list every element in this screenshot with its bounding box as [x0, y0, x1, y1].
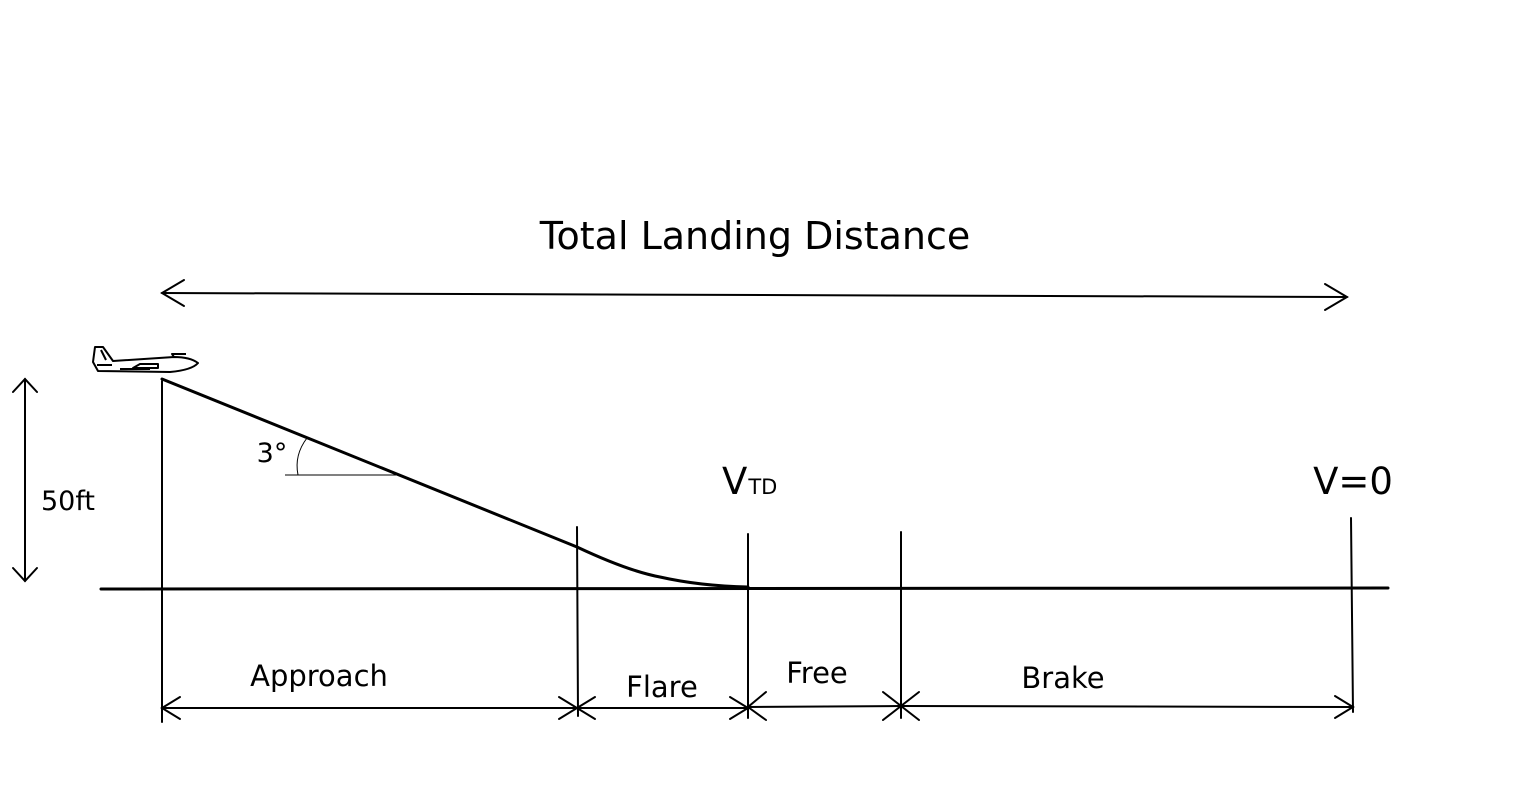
- segment-dimension-arrows: [160, 691, 1355, 721]
- stop-marker: [1350, 517, 1354, 713]
- segment-label-approach: Approach: [250, 659, 388, 693]
- glide-angle-indicator: [285, 437, 396, 476]
- segment-label-brake: Brake: [1021, 661, 1104, 695]
- runway-line: [99, 586, 1390, 591]
- glide-path: [160, 377, 750, 589]
- segment-label-flare: Flare: [626, 670, 698, 704]
- brake-arrow: [900, 705, 1354, 708]
- touchdown-speed-label: VTD: [722, 460, 777, 503]
- height-arrow: [12, 377, 38, 583]
- segment-label-free: Free: [786, 656, 848, 690]
- segment-markers: [161, 380, 1354, 723]
- diagram-title: Total Landing Distance: [539, 214, 971, 258]
- free-arrow: [747, 705, 902, 708]
- approach-flare-marker: [576, 526, 579, 717]
- airplane-icon: [92, 346, 199, 373]
- total-distance-arrow: [160, 279, 1349, 311]
- glide-angle-label: 3°: [257, 438, 288, 469]
- stop-speed-label: V=0: [1313, 460, 1393, 503]
- height-label: 50ft: [41, 486, 95, 517]
